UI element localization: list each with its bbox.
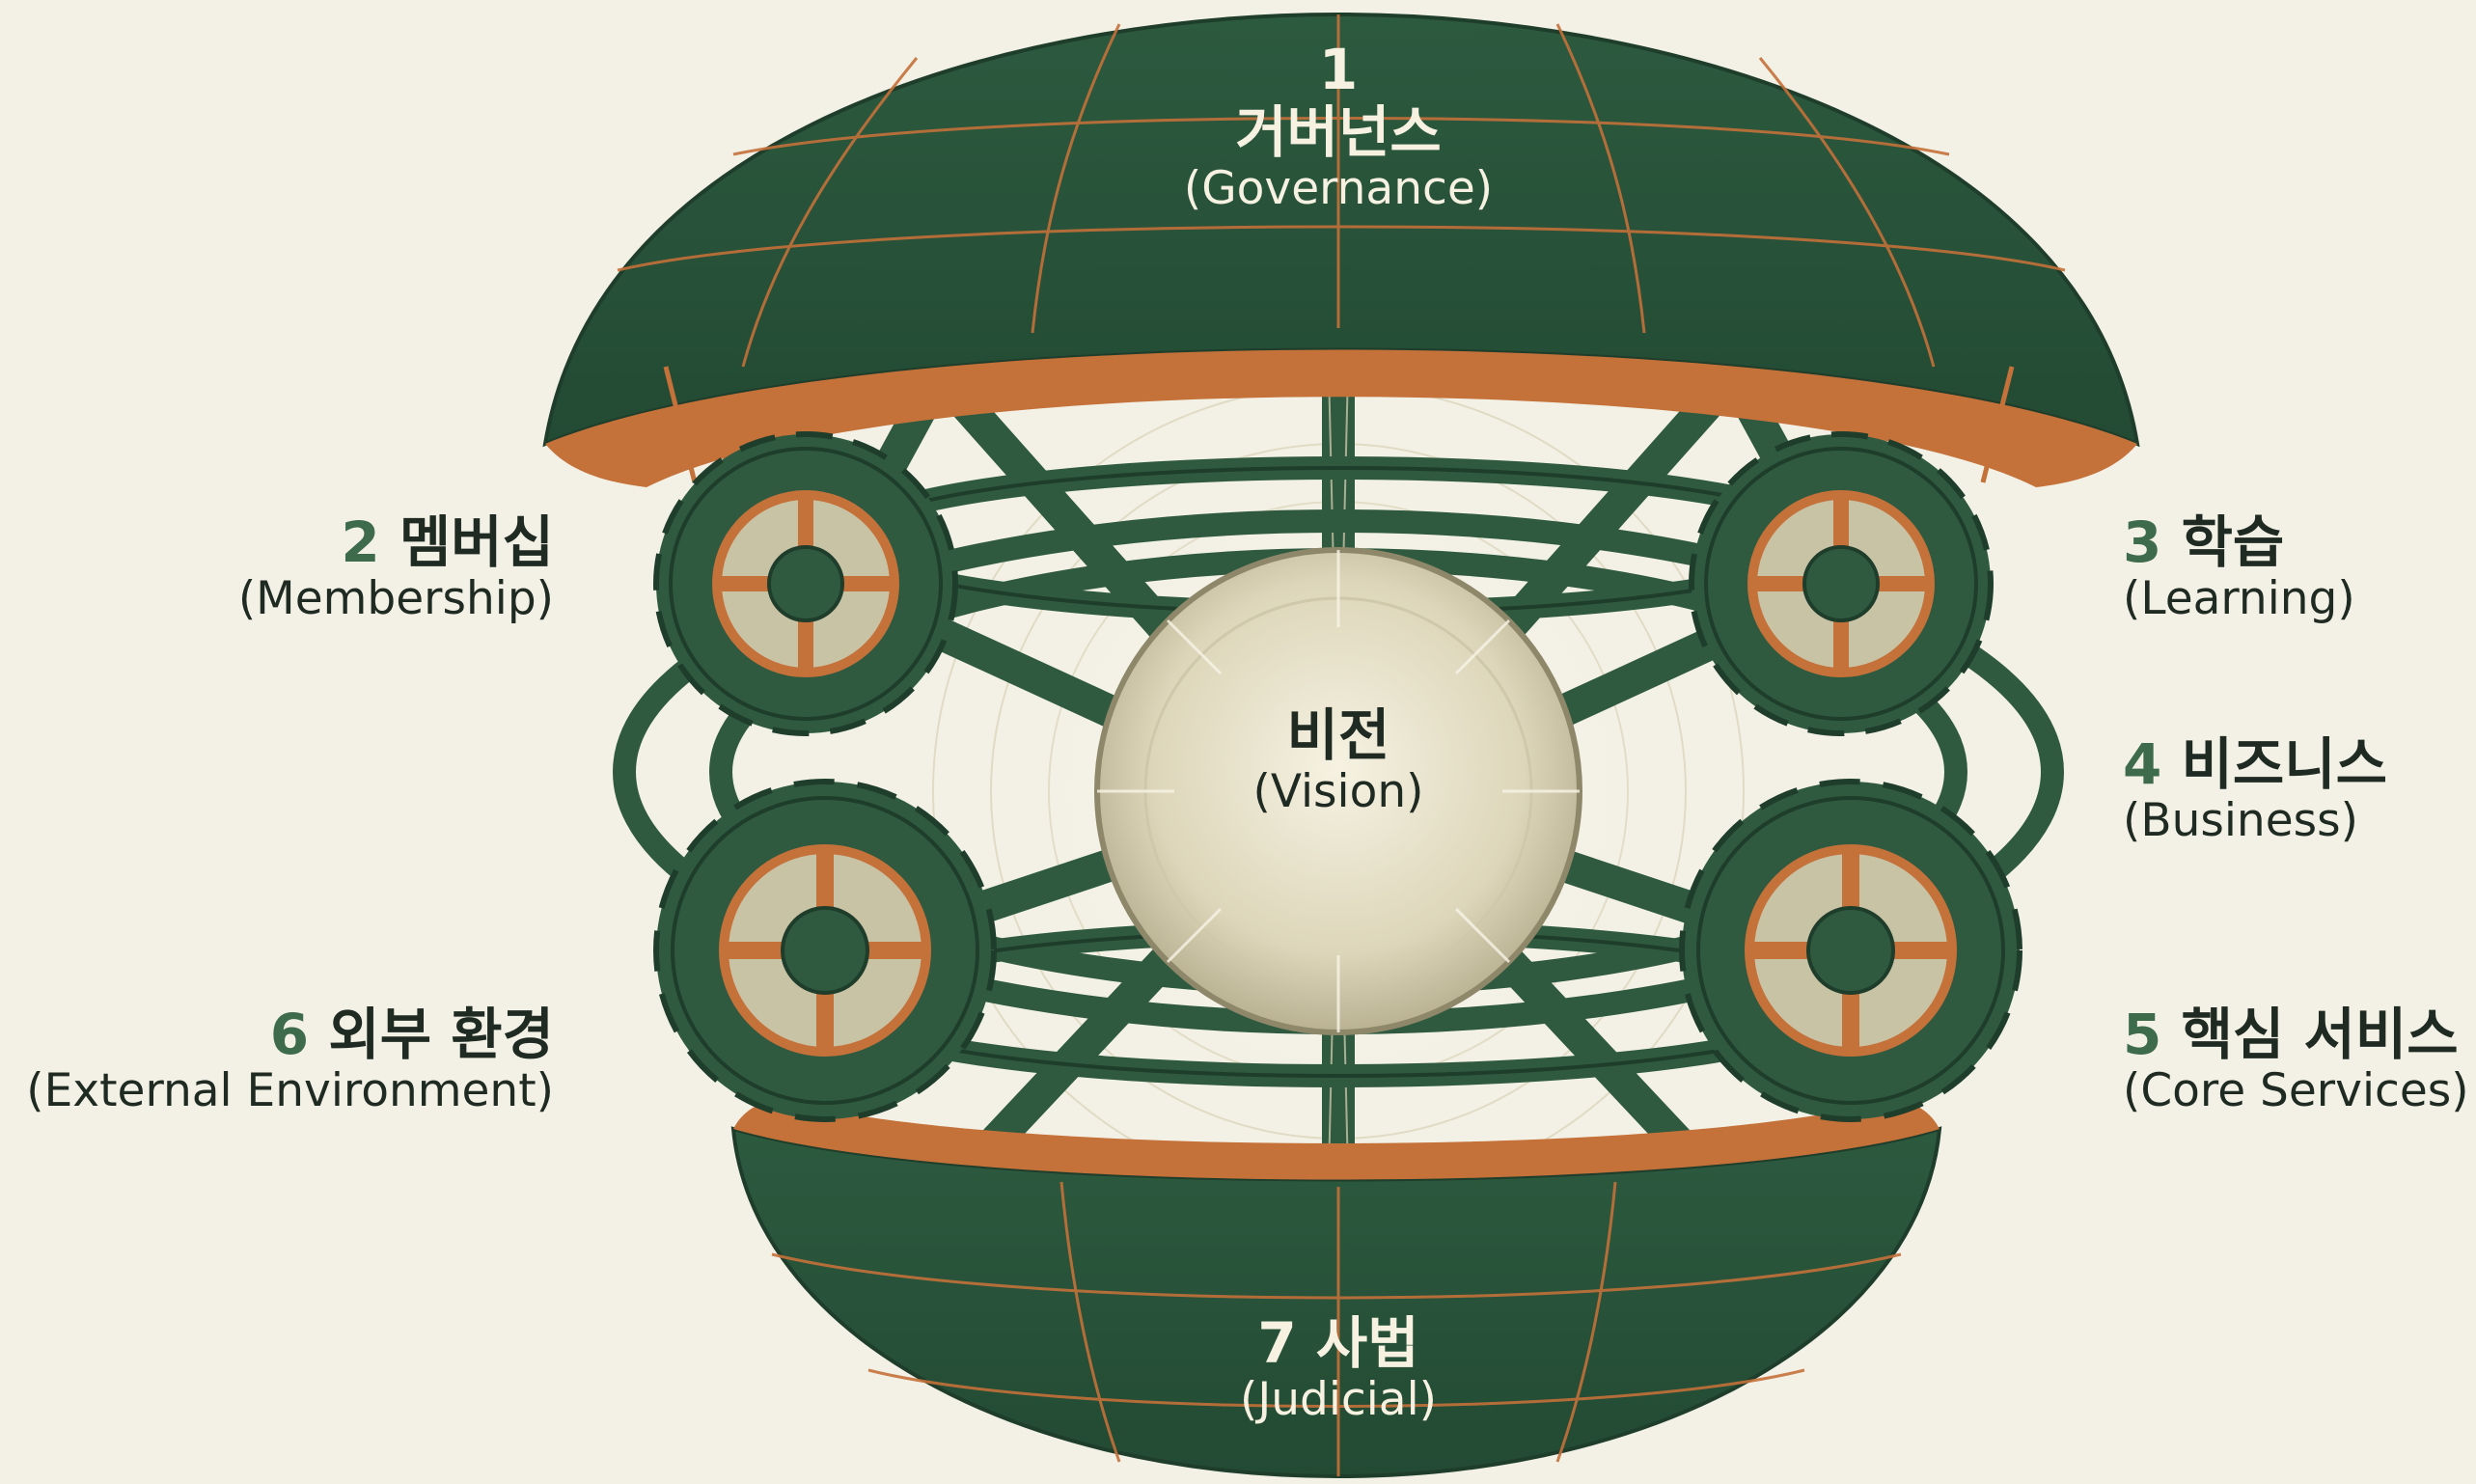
learning-subtitle: (Learning) — [2123, 571, 2355, 625]
judicial-title: 사법 — [1315, 1310, 1419, 1376]
label-vision: 비전 (Vision) — [1145, 704, 1531, 818]
label-external-environment: 6 외부 환경 (External Environment) — [0, 1003, 554, 1117]
governance-title: 거버넌스 — [1235, 98, 1442, 165]
vision-title: 비전 — [1286, 702, 1390, 768]
external-environment-subtitle: (External Environment) — [26, 1063, 554, 1117]
gear-top-left — [653, 431, 958, 736]
business-title: 비즈니스 — [2181, 731, 2388, 797]
core-services-number: 5 — [2123, 1002, 2162, 1067]
top-dome — [542, 12, 2140, 487]
vision-core — [1094, 547, 1582, 1035]
external-environment-title: 외부 환경 — [328, 1002, 554, 1067]
gear-bottom-right — [1679, 779, 2022, 1122]
learning-number: 3 — [2123, 509, 2162, 575]
gear-bottom-left — [653, 779, 997, 1122]
label-membership: 2 멤버십 (Membership) — [14, 511, 554, 625]
label-learning: 3 학습 (Learning) — [2123, 511, 2355, 625]
external-environment-number: 6 — [269, 1002, 310, 1067]
business-number: 4 — [2123, 731, 2162, 797]
label-governance: 1 거버넌스 (Governance) — [1145, 39, 1531, 215]
business-subtitle: (Business) — [2123, 793, 2358, 847]
gear-top-right — [1689, 431, 1994, 736]
governance-subtitle: (Governance) — [1183, 161, 1494, 215]
governance-number: 1 — [1318, 37, 1359, 102]
judicial-subtitle: (Judicial) — [1240, 1372, 1437, 1426]
learning-title: 학습 — [2181, 509, 2285, 575]
membership-subtitle: (Membership) — [237, 571, 554, 625]
judicial-number: 7 — [1257, 1310, 1297, 1376]
vision-subtitle: (Vision) — [1252, 764, 1424, 818]
core-services-subtitle: (Core Services) — [2123, 1063, 2469, 1117]
core-services-title: 핵심 서비스 — [2181, 1002, 2459, 1067]
label-core-services: 5 핵심 서비스 (Core Services) — [2123, 1003, 2469, 1117]
membership-title: 멤버십 — [399, 509, 554, 575]
label-business: 4 비즈니스 (Business) — [2123, 733, 2387, 847]
label-judicial: 7 사법 (Judicial) — [1145, 1312, 1531, 1426]
bottom-dome — [730, 1100, 1942, 1479]
membership-number: 2 — [341, 509, 380, 575]
